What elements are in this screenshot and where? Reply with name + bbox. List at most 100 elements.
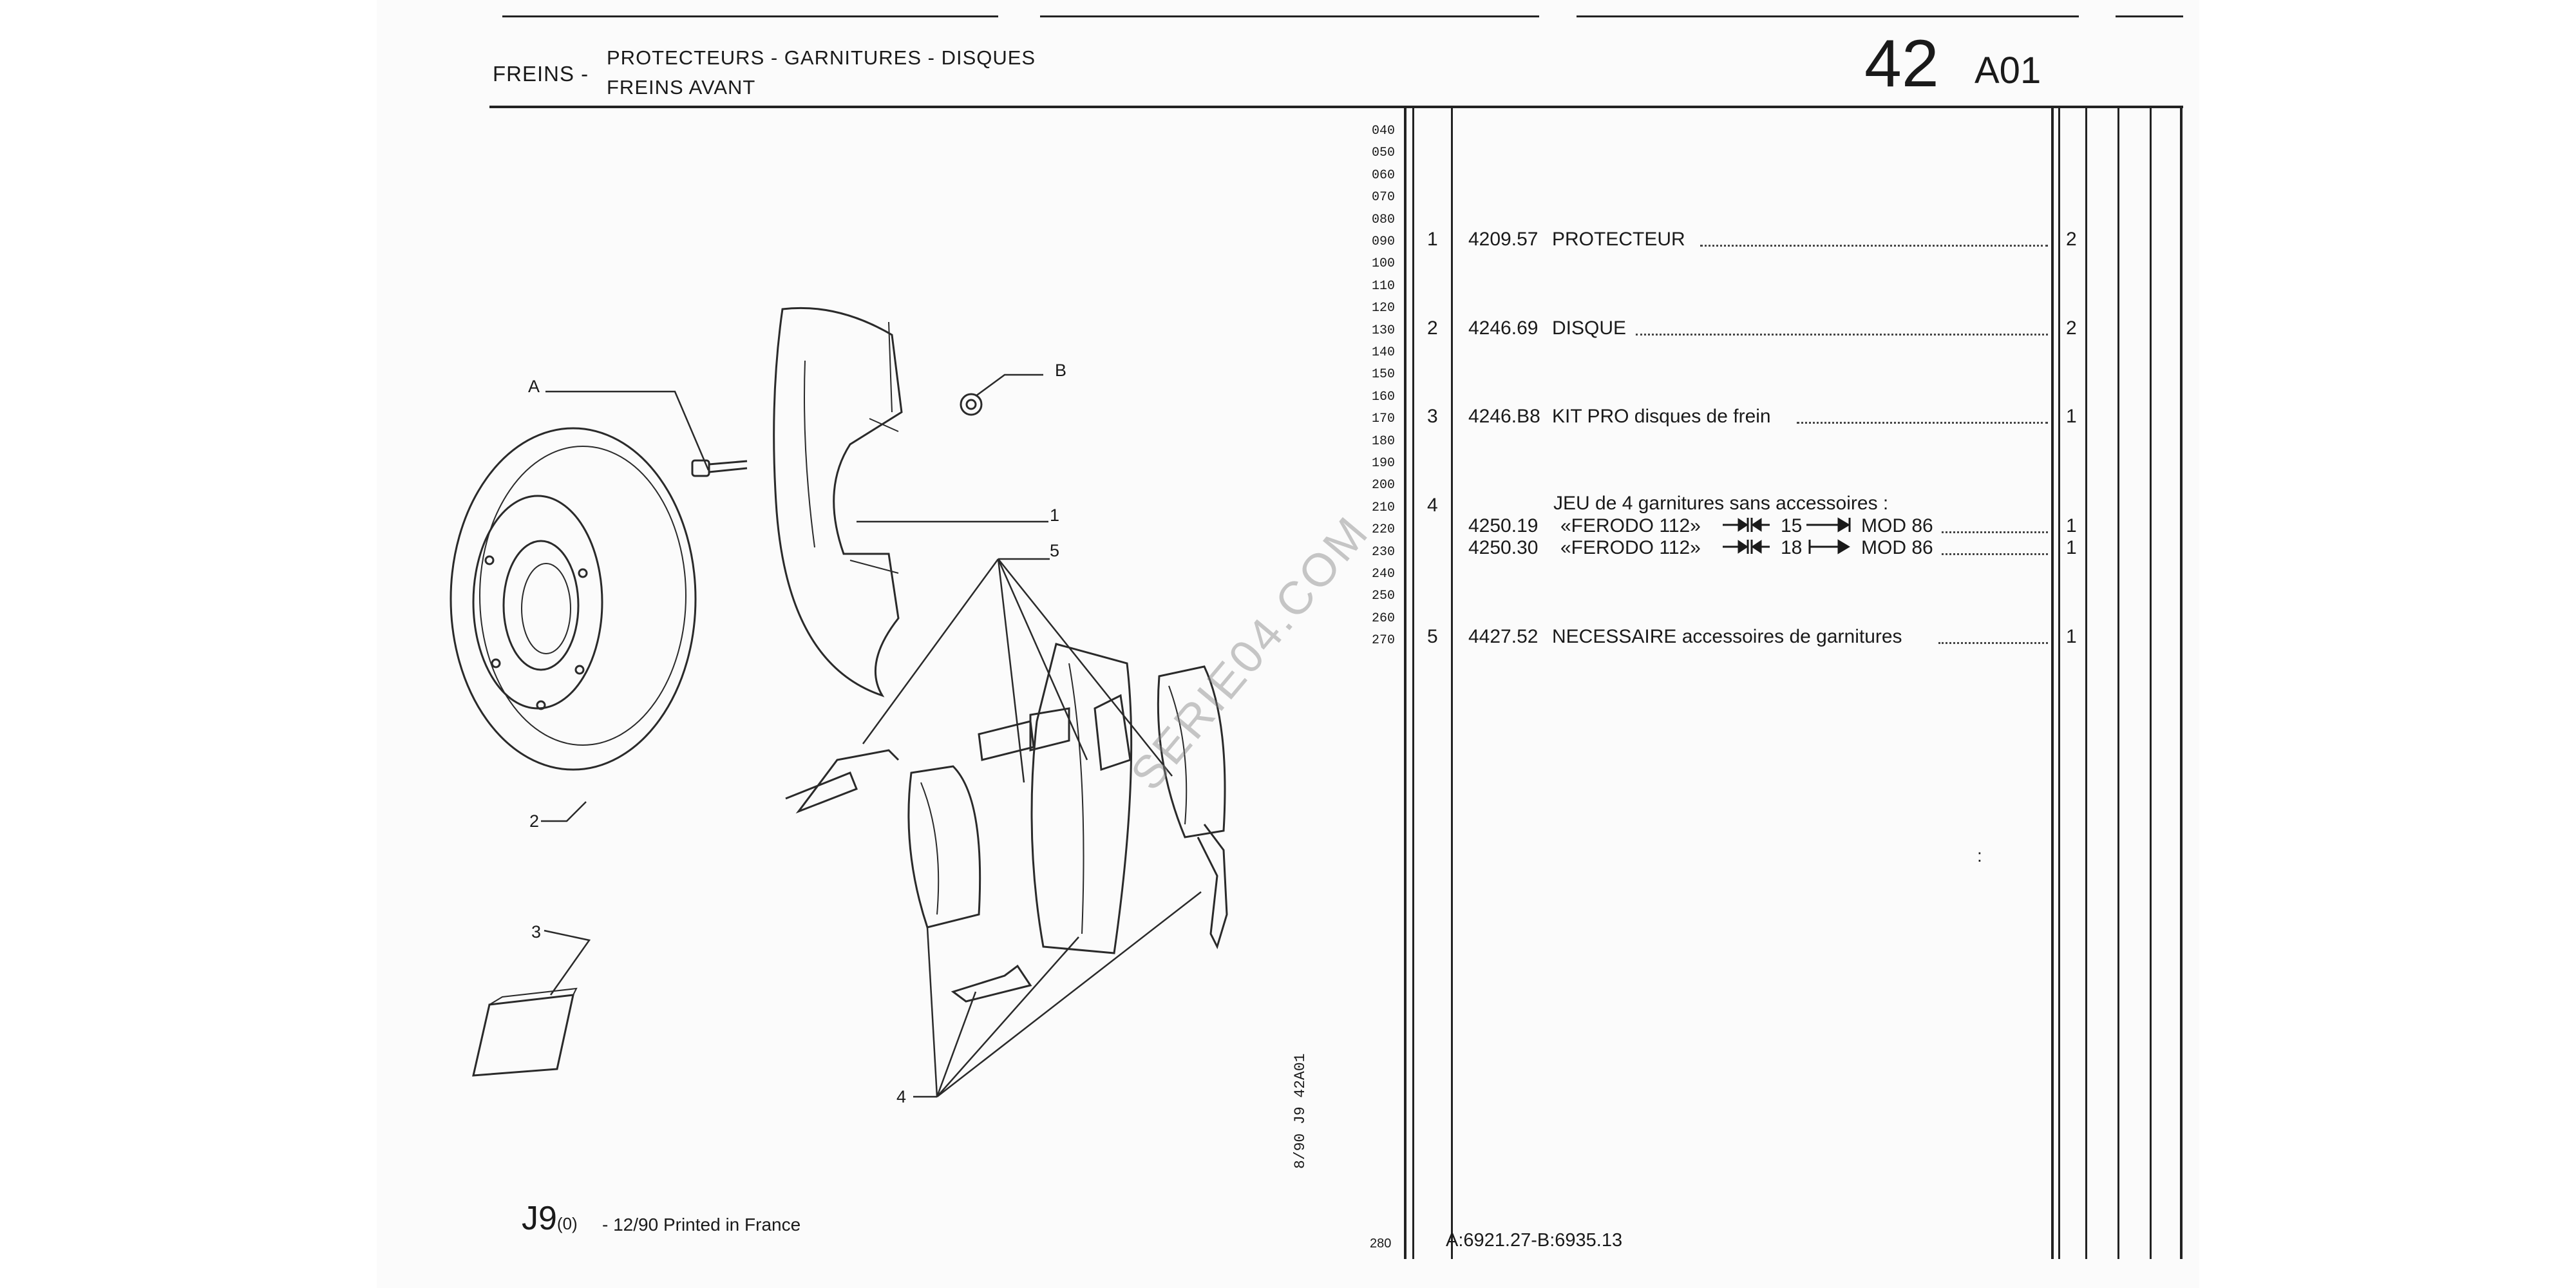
line-number: 270 [1372,633,1396,649]
kit-box-drawing [472,987,578,1077]
line-number: 240 [1372,567,1396,582]
part-quantity: 1 [2066,515,2077,536]
footer-model-code: J9 [522,1200,557,1237]
part-description: PROTECTEUR [1552,229,1685,250]
table-border [2180,106,2183,1259]
table-border [1412,106,1414,1259]
section-subtitle-2: FREINS AVANT [607,76,756,99]
line-number: 060 [1372,167,1396,183]
top-border [2116,15,2183,17]
line-number: 110 [1372,278,1396,294]
line-number: 250 [1372,589,1396,604]
table-border [1404,106,1406,1259]
item-number: 4 [1427,495,1438,516]
brake-disc-drawing [450,427,697,771]
line-number: 090 [1372,234,1396,249]
spec-number: 15 [1781,515,1803,536]
table-border [2058,106,2060,1259]
part-description: NECESSAIRE accessoires de garnitures [1552,626,1902,647]
line-number: 050 [1372,146,1396,161]
footer-printed: - 12/90 Printed in France [602,1215,801,1235]
part-reference: 4246.B8 [1468,406,1540,427]
callout-4: 4 [896,1087,907,1106]
leader-dots [1942,529,2048,533]
line-number: 230 [1372,544,1396,560]
line-number: 070 [1372,190,1396,205]
bolt-a-drawing [691,459,748,477]
line-number: 220 [1372,522,1396,538]
part-quantity: 2 [2066,229,2077,250]
callout-1: 1 [1050,506,1060,525]
page-number: 42 [1864,26,1939,101]
footer-model: J9(0) [522,1199,578,1238]
footer-model-suffix: (0) [556,1214,578,1233]
line-number: 180 [1372,433,1396,449]
table-border [1451,106,1453,1259]
table-border [2051,106,2054,1259]
line-number: 140 [1372,345,1396,360]
leader-dots [1636,332,2048,336]
top-border [502,15,998,17]
leader-dots [1797,420,2048,424]
leader-dots [1700,243,2048,247]
line-number: 100 [1372,256,1396,272]
part-quantity: 2 [2066,317,2077,339]
vertical-reference-code: 8/90 J9 42A01 [1292,1053,1309,1169]
leader-dots [1942,551,2048,555]
part-quantity: 1 [2066,406,2077,427]
item-number: 2 [1427,317,1438,339]
spec-number: 18 [1781,537,1803,558]
line-number: 160 [1372,389,1396,404]
part-quantity: 1 [2066,537,2077,558]
callout-a: A [528,377,540,396]
part-description: «FERODO 112» [1560,515,1701,536]
section-subtitle: PROTECTEURS - GARNITURES - DISQUES [607,46,1036,69]
spring-clips-drawing [785,749,1228,1003]
callout-2: 2 [529,811,540,831]
table-border [2150,106,2152,1259]
line-number: 150 [1372,367,1396,383]
top-border [1040,15,1539,17]
part-reference: 4246.69 [1468,317,1539,339]
line-number: 190 [1372,456,1396,471]
part-reference: 4250.19 [1468,515,1539,536]
top-border [1577,15,2079,17]
table-border [2117,106,2119,1259]
caliper-and-pads-drawing [907,643,1226,954]
item-number: 5 [1427,626,1438,647]
protector-drawing [773,307,903,697]
part-quantity: 1 [2066,626,2077,647]
part-description: «FERODO 112» [1560,537,1701,558]
item-number: 3 [1427,406,1438,427]
line-number: 130 [1372,323,1396,338]
leader-dots [1938,640,2048,644]
line-number: 120 [1372,301,1396,316]
page-ref: A01 [1975,50,2041,91]
part-reference: 4209.57 [1468,229,1539,250]
line-number: 080 [1372,212,1396,227]
footer-codes: A:6921.27-B:6935.13 [1446,1230,1623,1251]
part-reference: 4427.52 [1468,626,1539,647]
line-number: 200 [1372,478,1396,493]
header-rule [489,106,2183,108]
line-number: 170 [1372,412,1396,427]
callout-5: 5 [1050,541,1060,560]
stray-mark: : [1977,846,1982,866]
line-number: 210 [1372,500,1396,515]
footer-line-number: 280 [1370,1236,1392,1251]
nut-b-drawing [960,393,983,416]
model-label: MOD 86 [1861,537,1933,558]
table-border [2085,106,2087,1259]
callout-3: 3 [531,922,542,942]
line-number: 040 [1372,124,1396,138]
callout-b: B [1055,361,1067,380]
line-number: 260 [1372,611,1396,626]
item-number: 1 [1427,229,1438,250]
part-description: DISQUE [1552,317,1627,339]
part-description: KIT PRO disques de frein [1552,406,1771,427]
part-reference: 4250.30 [1468,537,1539,558]
part-group-heading: JEU de 4 garnitures sans accessoires : [1553,493,1889,514]
section-title: FREINS - [493,62,589,86]
model-label: MOD 86 [1861,515,1933,536]
